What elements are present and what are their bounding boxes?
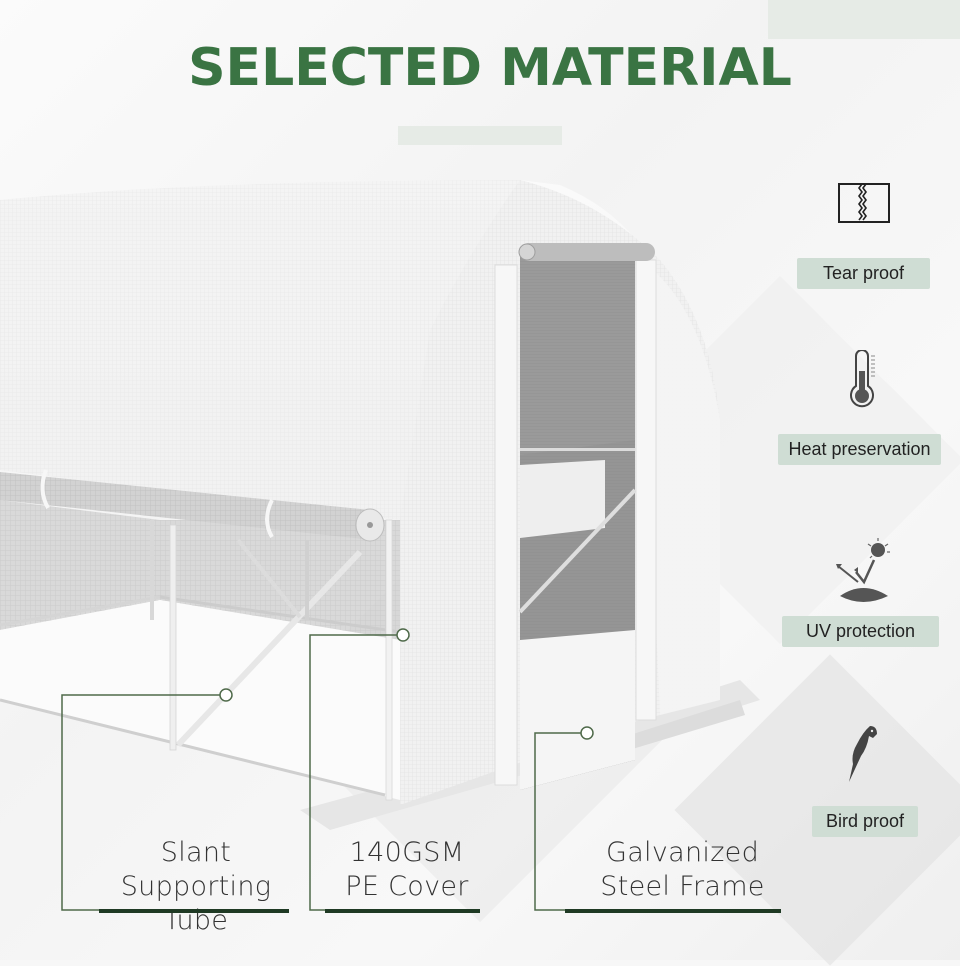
page-title: SELECTED MATERIAL [188, 38, 792, 98]
top-accent-bar [768, 0, 960, 39]
thermometer-icon [850, 350, 875, 408]
feature-label-heat-preservation: Heat preservation [778, 434, 941, 465]
tear-proof-icon [838, 183, 890, 223]
callout-dot-slant-tube [219, 688, 233, 702]
callout-line1: Slant Supporting [120, 837, 272, 902]
feature-label-tear-proof: Tear proof [797, 258, 930, 289]
uv-sun-icon [836, 538, 890, 602]
callout-steel-frame: Galvanized Steel Frame [590, 836, 775, 904]
callout-dot-steel-frame [580, 726, 594, 740]
callout-line2: PE Cover [345, 871, 469, 902]
feature-label-bird-proof: Bird proof [812, 806, 918, 837]
bird-icon [849, 726, 877, 782]
callout-line1: Galvanized [605, 837, 760, 868]
title-accent-bar [398, 126, 562, 145]
callout-slant-supporting-tube: Slant Supporting Tube [82, 836, 310, 938]
callout-underline [99, 909, 289, 913]
callout-underline [565, 909, 781, 913]
callout-underline [325, 909, 480, 913]
callout-dot-pe-cover [396, 628, 410, 642]
feature-label-uv-protection: UV protection [782, 616, 939, 647]
callout-line2: Steel Frame [600, 871, 765, 902]
callout-pe-cover: 140GSM PE Cover [322, 836, 492, 904]
callout-line1: 140GSM [349, 837, 465, 868]
